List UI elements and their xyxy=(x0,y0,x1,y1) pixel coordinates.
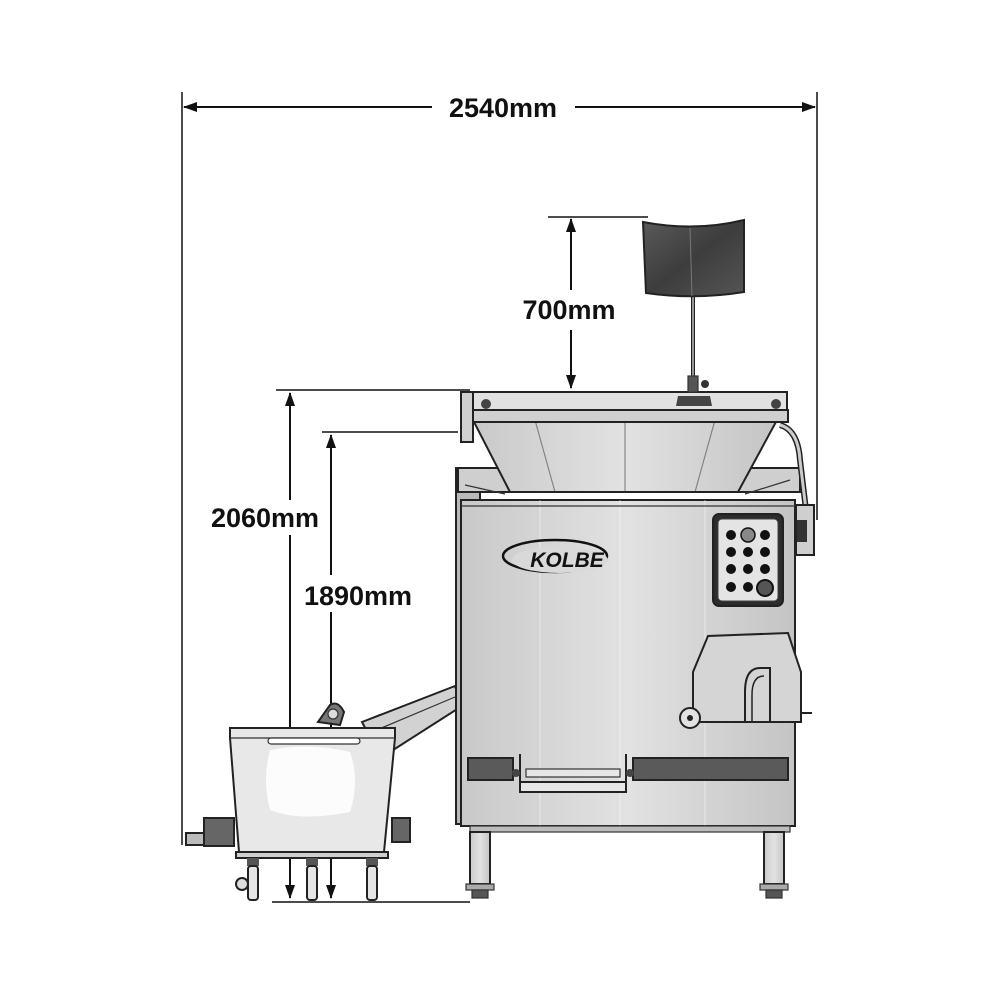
trolley-clamp-left xyxy=(203,817,235,847)
control-button-icon[interactable] xyxy=(743,582,753,592)
dimension-width: 2540mm xyxy=(181,92,818,845)
hopper-height-label: 1890mm xyxy=(304,581,412,611)
trolley-clamp-right xyxy=(391,817,411,843)
machine-body: KOLBE xyxy=(455,467,812,899)
grinder-head xyxy=(679,631,812,729)
total-height-label: 2060mm xyxy=(211,503,319,533)
meat-trolley xyxy=(185,702,411,901)
door-handle[interactable] xyxy=(512,754,634,793)
trolley-handle-slot[interactable] xyxy=(267,737,361,745)
logo-text: KOLBE xyxy=(530,549,604,572)
control-button-icon[interactable] xyxy=(760,547,770,557)
hopper xyxy=(457,391,815,556)
control-button-icon[interactable] xyxy=(740,527,756,543)
dimension-hopper-height: 1890mm xyxy=(272,431,470,903)
dimension-arm-height: 700mm xyxy=(522,216,648,389)
machine-legs xyxy=(465,831,789,899)
control-button-icon[interactable] xyxy=(760,530,770,540)
control-panel xyxy=(712,513,784,607)
width-label: 2540mm xyxy=(449,93,557,123)
trolley-wheels xyxy=(235,858,378,901)
arm-height-label: 700mm xyxy=(522,295,615,325)
hopper-rim xyxy=(461,391,788,411)
kolbe-logo: KOLBE xyxy=(501,538,609,574)
control-button-icon[interactable] xyxy=(743,564,753,574)
control-button-icon[interactable] xyxy=(726,564,736,574)
control-button-icon[interactable] xyxy=(726,582,736,592)
inspection-window-right xyxy=(632,757,789,781)
control-button-icon[interactable] xyxy=(743,547,753,557)
control-button-icon[interactable] xyxy=(726,530,736,540)
inspection-window-left xyxy=(467,757,514,781)
control-button-icon[interactable] xyxy=(726,547,736,557)
emergency-stop-icon[interactable] xyxy=(756,579,774,597)
safety-shield xyxy=(641,218,745,406)
shield-panel xyxy=(641,218,745,298)
control-button-icon[interactable] xyxy=(760,564,770,574)
